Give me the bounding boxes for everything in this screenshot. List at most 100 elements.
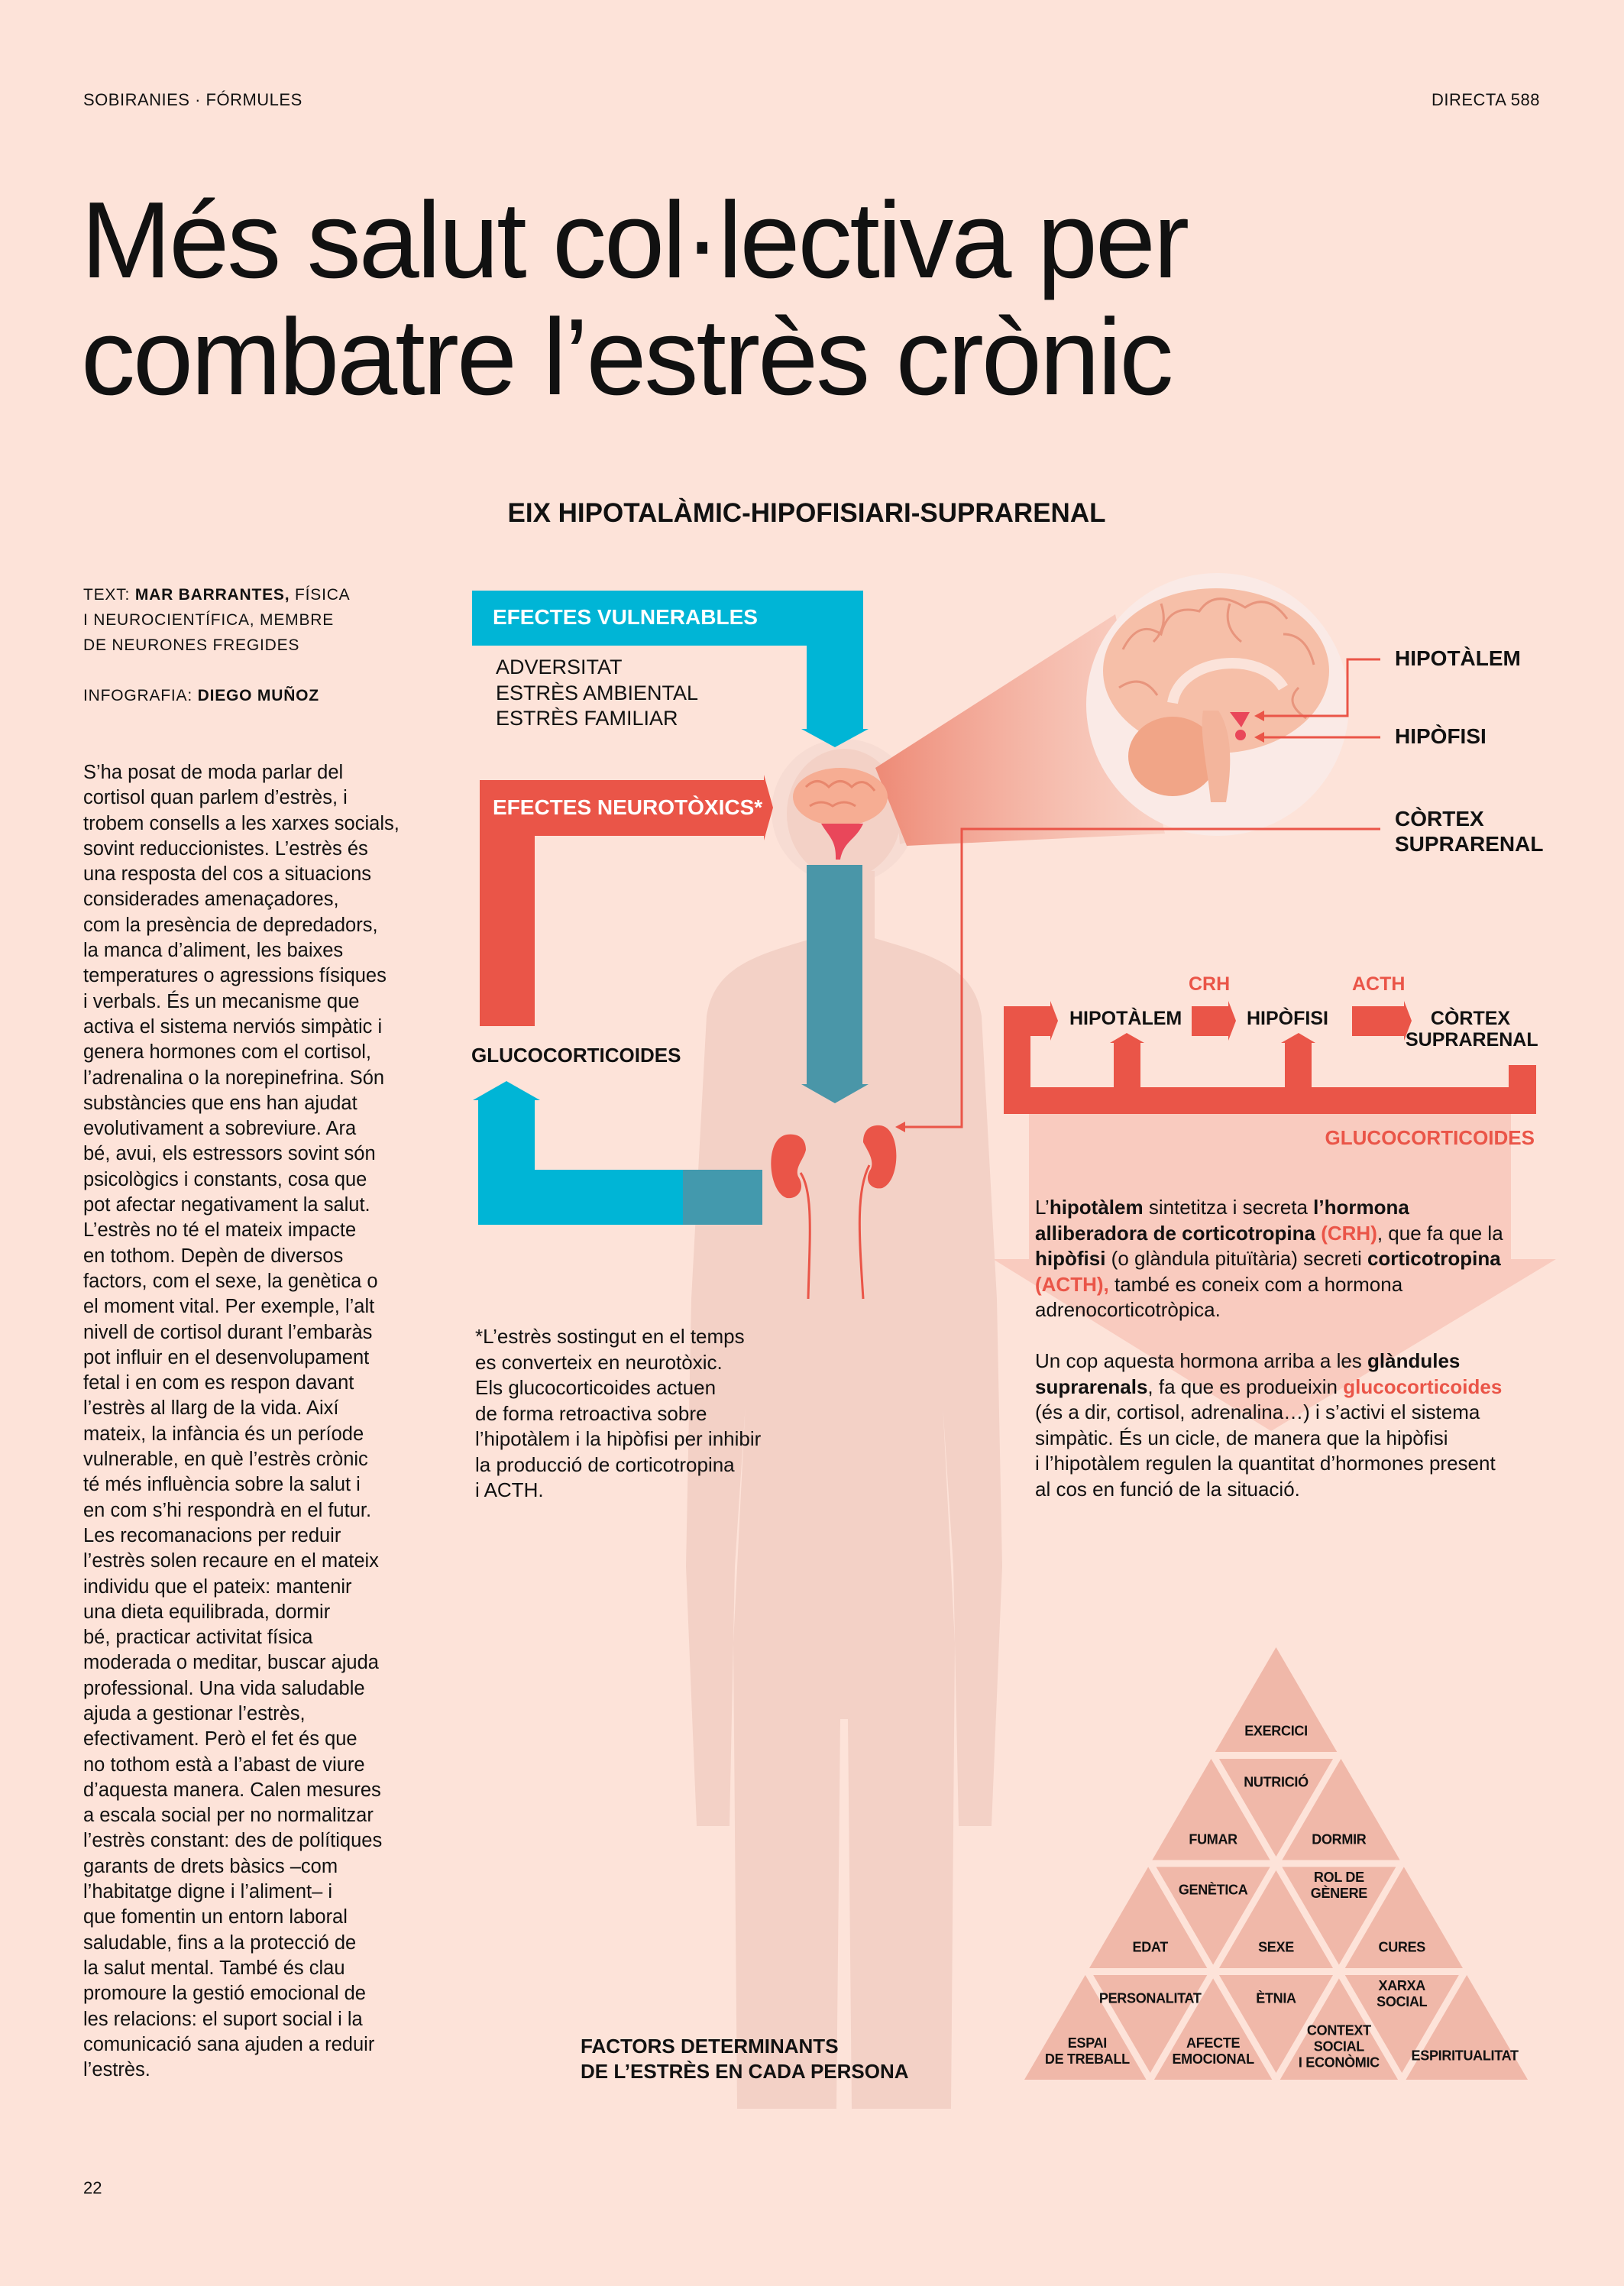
body-line: nivell de cortisol durant l’embaràs: [83, 1321, 373, 1343]
vulnerable-effects-label: EFECTES VULNERABLES: [493, 605, 758, 629]
pyramid-factor: ESPAI DE TREBALL: [1044, 2035, 1130, 2067]
body-line: garants de drets bàsics –com: [83, 1855, 338, 1877]
explanation-line: adrenocorticotròpica.: [1035, 1297, 1503, 1323]
body-line: temperatures o agressions físiques: [83, 965, 387, 987]
body-line: sovint reduccionistes. L’estrès és: [83, 837, 368, 860]
body-line: professional. Una vida saludable: [83, 1677, 365, 1699]
body-line: L’estrès no té el mateix impacte: [83, 1219, 357, 1242]
cerebellum-icon: [1128, 717, 1217, 796]
pyramid-title-2: DE L’ESTRÈS EN CADA PERSONA: [581, 2060, 909, 2083]
body-line: trobem consells a les xarxes socials,: [83, 812, 400, 834]
footnote-line: Els glucocorticoides actuen: [475, 1376, 717, 1399]
credit-author: MAR BARRANTES,: [134, 586, 290, 604]
leader-lines: [901, 658, 1380, 1128]
explanation-segment: simpàtic. És un cicle, de manera que la …: [1035, 1426, 1448, 1449]
explanation-line: simpàtic. És un cicle, de manera que la …: [1035, 1426, 1503, 1452]
feedback-bracket: [1004, 1001, 1536, 1114]
explanation-line: L’hipotàlem sintetitza i secreta l’hormo…: [1035, 1195, 1503, 1221]
pyramid-factor: XARXA SOCIAL: [1377, 1977, 1428, 2009]
small-brainstem-icon: [821, 824, 863, 860]
credit-infografia-author: DIEGO MUÑOZ: [197, 687, 319, 704]
body-line: activa el sistema nerviós simpàtic i: [83, 1015, 383, 1038]
title-line-2: combatre l’estrès crònic: [81, 296, 1173, 418]
explanation-segment: i l’hipotàlem regulen la quantitat d’hor…: [1035, 1452, 1496, 1475]
cerebrum-folds: [1118, 597, 1315, 720]
flow-step-adrenal-cortex-2: SUPRARENAL: [1406, 1029, 1538, 1051]
body-line: pot influir en el desenvolupament: [83, 1346, 370, 1368]
left-kidney-icon: [771, 1134, 806, 1199]
credit-text-label: TEXT:: [83, 586, 131, 604]
descending-hormone-arrow: [801, 865, 869, 1103]
body-line: factors, com el sexe, la genètica o: [83, 1270, 378, 1292]
pyramid-title-1: FACTORS DETERMINANTS: [581, 2035, 839, 2058]
body-line: individu que el pateix: mantenir: [83, 1575, 352, 1598]
crh-arrow: [1192, 1001, 1236, 1041]
pale-down-arrow: [993, 1114, 1556, 1431]
pyramid-factor: FUMAR: [1189, 1831, 1237, 1847]
explanation-line: hipòfisi (o glàndula pituïtària) secreti…: [1035, 1246, 1503, 1272]
pyramid-factor: GENÈTICA: [1178, 1882, 1248, 1898]
body-line: bé, avui, els estressors sovint són: [83, 1143, 376, 1165]
footnote-line: es converteix en neurotòxic.: [475, 1350, 723, 1374]
pyramid-title: FACTORS DETERMINANTS DE L’ESTRÈS EN CADA…: [581, 2034, 909, 2084]
body-line: moderada o meditar, buscar ajuda: [83, 1652, 379, 1674]
body-line: pot afectar negativament la salut.: [83, 1194, 370, 1216]
body-line: promoure la gestió emocional de: [83, 1983, 366, 2005]
pyramid-factor: ÈTNIA: [1256, 1990, 1296, 2006]
pyramid-factor: ROL DE GÈNERE: [1310, 1870, 1368, 1902]
right-kidney-icon: [863, 1125, 897, 1189]
pyramid-divider: [1273, 1861, 1406, 2082]
infographic-title: EIX HIPOTALÀMIC-HIPOFISIARI-SUPRARENAL: [0, 498, 1624, 529]
explanation-line: (ACTH), també es coneix com a hormona: [1035, 1272, 1503, 1298]
body-line: comunicació sana ajuden a reduir: [83, 2033, 375, 2055]
body-line: S’ha posat de moda parlar del: [83, 762, 344, 783]
adrenal-cortex-label: CÒRTEX SUPRARENAL: [1395, 806, 1543, 856]
body-line: substàncies que ens han ajudat: [83, 1092, 357, 1114]
body-line: en com s’hi respondrà en el futur.: [83, 1499, 372, 1521]
flow-step-adrenal-cortex-1: CÒRTEX: [1430, 1008, 1511, 1029]
explanation-segment: al cos en funció de la situació.: [1035, 1477, 1300, 1501]
flow-hormone-crh: CRH: [1189, 973, 1231, 995]
explanation-segment: l’hormona: [1313, 1196, 1409, 1219]
neurotoxic-effects-arrow: [480, 775, 773, 1026]
vulnerable-effects-arrow: [472, 591, 869, 747]
body-line: el moment vital. Per exemple, l’alt: [83, 1296, 375, 1318]
body-line: efectivament. Però el fet és que: [83, 1728, 357, 1750]
body-line: evolutivament a sobreviure. Ara: [83, 1118, 357, 1140]
body-line: una resposta del cos a situacions: [83, 863, 372, 886]
body-line: que fomentin un entorn laboral: [83, 1906, 348, 1928]
body-line: fetal i en com es respon davant: [83, 1372, 354, 1394]
arrow-overlap: [683, 1170, 762, 1225]
brainstem-icon: [1202, 711, 1231, 802]
title-line-1: Més salut col·lectiva per: [81, 180, 1189, 301]
cerebrum-icon: [1103, 588, 1329, 753]
body-line: Les recomanacions per reduir: [83, 1524, 341, 1546]
body-line: l’estrès solen recaure en el mateix: [83, 1550, 379, 1572]
body-line: té més influència sobre la salut i: [83, 1474, 361, 1496]
body-line: genera hormones com el cortisol,: [83, 1041, 372, 1064]
body-line: l’estrès constant: des de polítiques: [83, 1830, 383, 1852]
explanation-line: i l’hipotàlem regulen la quantitat d’hor…: [1035, 1451, 1503, 1477]
explanation-segment: (és a dir, cortisol, adrenalina…) i s’ac…: [1035, 1400, 1480, 1423]
footnote-line: la producció de corticotropina: [475, 1452, 735, 1476]
explanation-segment: adrenocorticotròpica.: [1035, 1298, 1221, 1321]
explanation-segment: , fa que es produeixin: [1147, 1375, 1344, 1398]
explanation-segment: corticotropina: [1367, 1247, 1501, 1270]
credit-infografia-label: INFOGRAFIA:: [83, 687, 192, 704]
pyramid-factor: ESPIRITUALITAT: [1411, 2048, 1519, 2064]
explanation-segment: sintetitza i secreta: [1143, 1196, 1314, 1219]
explanation-segment: alliberadora de corticotropina: [1035, 1221, 1315, 1245]
explanation-line: al cos en funció de la situació.: [1035, 1477, 1503, 1503]
body-line: com la presència de depredadors,: [83, 914, 378, 936]
footnote-line: de forma retroactiva sobre: [475, 1401, 707, 1425]
page-number: 22: [83, 2178, 102, 2197]
pituitary-icon: [1235, 730, 1246, 740]
body-line: psicològics i constants, cosa que: [83, 1168, 367, 1190]
explanation-segment: hipòfisi: [1035, 1247, 1106, 1270]
small-brain-icon: [793, 768, 888, 826]
footnote-line: l’hipotàlem i la hipòfisi per inhibir: [475, 1427, 762, 1450]
pyramid-factor: PERSONALITAT: [1098, 1990, 1202, 2006]
body-line: no tothom està a l’abast de viure: [83, 1753, 365, 1776]
adrenal-cortex-label-2: SUPRARENAL: [1395, 832, 1544, 856]
pyramid-factor: DORMIR: [1312, 1831, 1367, 1847]
